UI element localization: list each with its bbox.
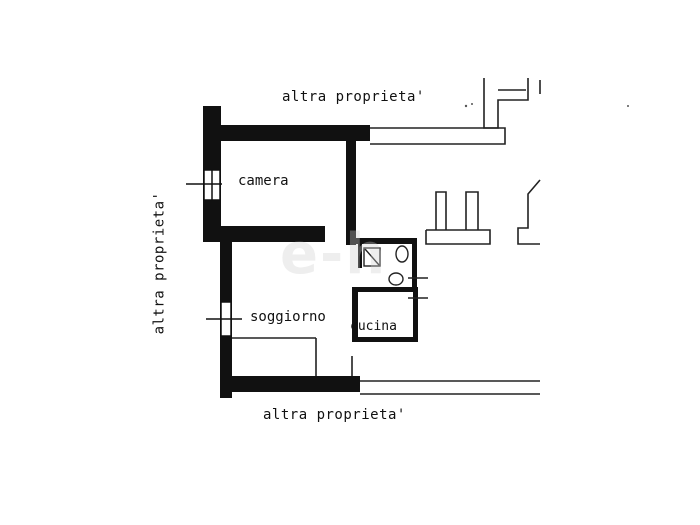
speckle <box>627 105 629 107</box>
speckle <box>464 104 468 108</box>
room-label-camera: camera <box>238 173 289 189</box>
room-label-cucina: cucina <box>350 319 397 334</box>
balcony-base <box>425 229 491 245</box>
windows <box>186 169 242 337</box>
outline-stair-top <box>483 78 529 129</box>
room-label-soggiorno: soggiorno <box>250 309 326 325</box>
wall-bath-left <box>358 244 362 268</box>
wall-kitchen-left <box>352 287 358 342</box>
speckle <box>471 103 473 105</box>
wall-middle-horizontal <box>203 226 325 242</box>
label-top-neighbor: altra proprieta' <box>282 89 425 105</box>
speckles <box>464 103 629 108</box>
shower-diagonal <box>364 248 380 266</box>
wall-bath-right <box>412 238 417 290</box>
thin-lines <box>232 78 541 395</box>
watermark: e-h <box>280 222 388 287</box>
wall-top <box>205 125 370 141</box>
wall-kitchen-top <box>352 287 418 292</box>
washbasin-icon <box>395 245 409 263</box>
balcony-far-right <box>517 179 541 245</box>
wall-bottom <box>220 376 360 392</box>
wall-kitchen-right <box>413 287 418 342</box>
label-bottom-neighbor: altra proprieta' <box>263 407 406 423</box>
bathroom-fixtures <box>363 245 428 299</box>
shower-icon <box>363 247 381 267</box>
balcony <box>425 179 541 245</box>
balcony-right-post <box>465 191 479 230</box>
toilet-icon <box>388 272 404 286</box>
label-left-neighbor: altra proprieta' <box>151 191 168 335</box>
wall-bath-top <box>346 238 416 244</box>
outline-top-right <box>370 127 506 145</box>
wall-kitchen-bottom <box>352 337 418 342</box>
wall-inner-vertical <box>346 141 356 245</box>
balcony-left-post <box>435 191 447 230</box>
